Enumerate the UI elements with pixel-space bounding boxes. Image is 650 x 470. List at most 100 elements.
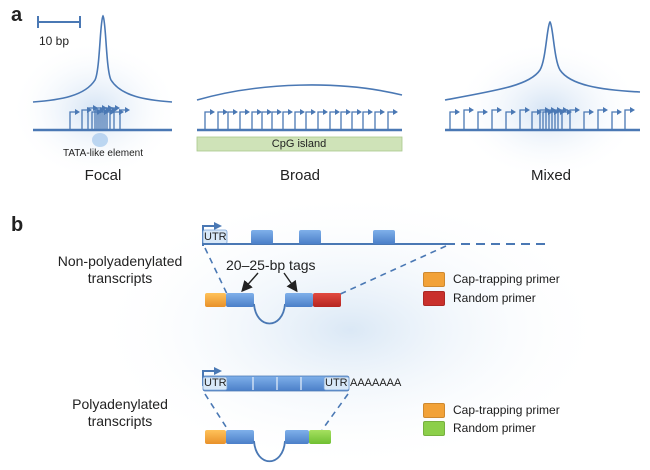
tss-flag [294,111,301,130]
poly-transcript [202,367,350,463]
tss-flag-head [300,109,305,115]
focal-label: Focal [84,167,122,184]
tss-flag-head [75,109,80,115]
tss-flag [261,111,268,130]
tss-flag [542,111,549,130]
tss-flag [227,111,234,130]
tss-flag [239,111,246,130]
tss-flag-head [393,109,398,115]
random-primer-swatch [423,420,445,436]
tss-flag [374,111,381,130]
tss-flag [463,109,470,130]
tss-flag-head [223,109,228,115]
tss-flag-head [277,109,282,115]
tss-flag-head [357,109,362,115]
tss-flag [505,111,512,130]
tss-flag-head [380,109,385,115]
tss-flag-head [93,105,98,111]
tss-flag-head [368,109,373,115]
tss-flag [282,111,289,130]
poly-random-primer [309,430,331,444]
tss-flag [87,107,94,130]
tss-flag [387,111,394,130]
cap-primer-swatch [423,271,445,287]
tss-flag [109,107,116,130]
poly-utr-left-label: UTR [204,377,227,389]
poly-utr-right [323,376,350,391]
tss-flag [531,111,538,130]
poly-utr-right-label: UTR [325,377,348,389]
nonpoly-random-primer [313,293,341,307]
nonpoly-legend-cap: Cap-trapping primer [423,271,560,287]
tss-flag [554,111,561,130]
scale-bar-label: 10 bp [39,34,70,48]
poly-caption-line2: transcripts [87,413,153,429]
tss-flag [96,107,103,130]
tss-flag [569,109,576,130]
broad-tss-flags [204,109,398,130]
tss-flag [251,111,258,130]
tss-flag [477,111,484,130]
nonpoly-legend-random: Random primer [423,290,536,306]
poly-tag-exon-a [226,430,254,444]
tata-like-element [92,133,108,147]
tag-arrow-right [283,272,298,293]
tss-flag [329,111,336,130]
tss-flag-head [589,109,594,115]
tss-flag [204,111,211,130]
tss-flag [94,109,101,130]
tss-flag [539,109,546,130]
tss-flag [106,109,113,130]
tss-flag-head [323,109,328,115]
tss-flag-head [497,107,502,113]
nonpoly-projection-left [204,247,229,297]
poly-legend-random: Random primer [423,420,536,436]
tss-flag [491,109,498,130]
polya-tail-label: AAAAAAA [350,377,402,389]
nonpoly-legend-random-label: Random primer [453,291,536,305]
cpg-island-box [196,136,403,152]
tags-label: 20–25-bp tags [226,257,316,273]
mixed-promoter [444,20,641,132]
tss-flag [597,109,604,130]
tss-flag [100,109,107,130]
tss-flag [551,109,558,130]
nonpoly-caption-line2: transcripts [87,270,153,286]
poly-legend-random-label: Random primer [453,421,536,435]
tss-flag-head [346,109,351,115]
tag-arrow-left [241,272,259,293]
tss-flag [583,111,590,130]
tss-flag [557,109,564,130]
tss-flag [113,111,120,130]
scale-bar [37,16,81,28]
tss-flag-head [210,109,215,115]
tss-flag-head [603,107,608,113]
nonpoly-transcript [202,222,545,325]
tss-flag-head [288,109,293,115]
mixed-label: Mixed [530,167,572,184]
tss-flag-head [125,107,130,113]
poly-caption-line1: Polyadenylated [72,396,168,412]
tss-flag [104,111,111,130]
panel-b-glow [90,190,610,470]
poly-cap-primer [205,430,226,444]
poly-arrow-head [214,367,222,375]
poly-splice-junction [253,440,286,463]
nonpoly-tag-exon-b [285,293,313,307]
panel-a-letter: a [11,4,23,26]
tss-flag-head [617,109,622,115]
tss-flag-head [630,107,635,113]
tss-flag-head [575,107,580,113]
mixed-tss-flags [449,107,635,130]
tata-like-element-label: TATA-like element [62,148,144,159]
tss-flag [611,111,618,130]
nonpoly-caption: Non-polyadenylated transcripts [58,253,183,287]
focal-promoter [32,14,173,147]
nonpoly-caption-line1: Non-polyadenylated [57,253,183,269]
broad-distribution-curve [196,84,403,101]
tss-flag [362,111,369,130]
nonpoly-exon-1 [251,230,273,244]
poly-legend-cap-label: Cap-trapping primer [453,403,560,417]
tss-flag [351,111,358,130]
